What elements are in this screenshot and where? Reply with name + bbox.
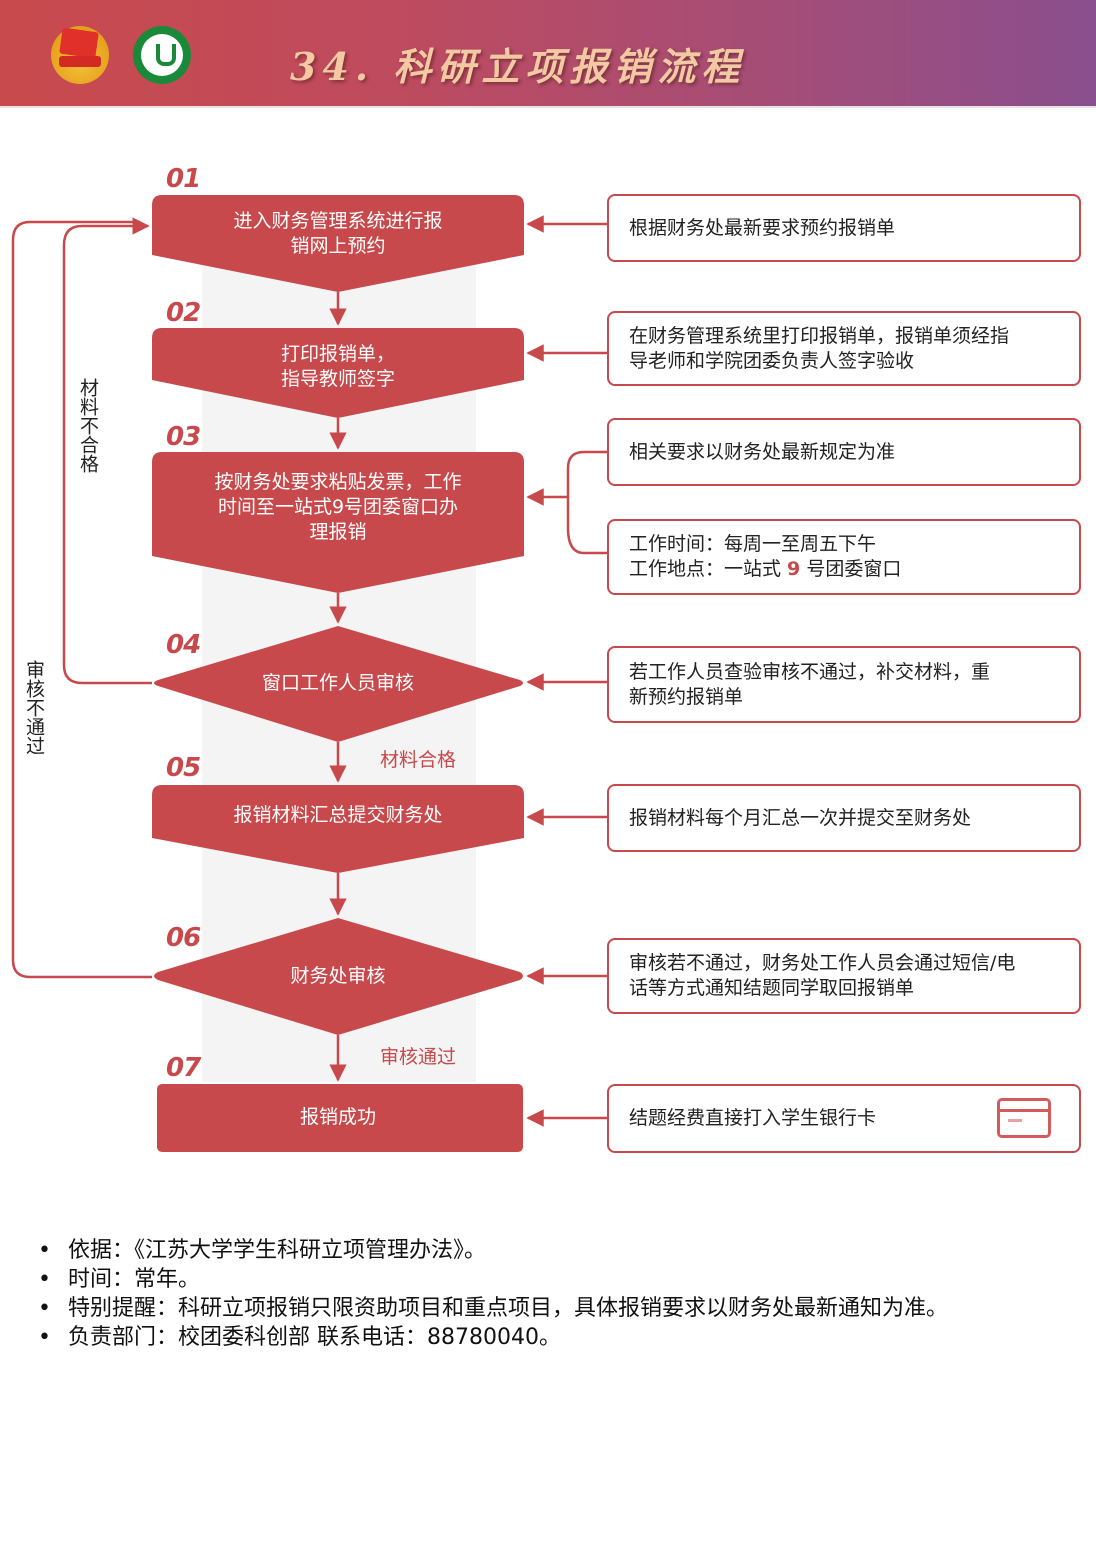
step-02-label: 打印报销单，指导教师签字	[280, 343, 395, 390]
note-step-03-requirements: 相关要求以财务处最新规定为准	[607, 418, 1081, 486]
page-title: 34. 科研立项报销流程	[290, 44, 746, 89]
note-step-02: 在财务管理系统里打印报销单，报销单须经指导老师和学院团委负责人签字验收	[607, 311, 1081, 386]
step-03-shape	[152, 452, 524, 593]
step-number: 01	[166, 164, 201, 194]
step-06-label: 财务处审核	[290, 965, 386, 987]
step-number: 02	[166, 298, 201, 328]
loop-label-material-fail: 材料不合格	[76, 378, 99, 479]
youth-league-logo	[51, 26, 109, 84]
step-number: 05	[166, 753, 201, 783]
bullet-item: •时间：常年。	[38, 1267, 201, 1292]
bullet-item: •特别提醒：科研立项报销只限资助项目和重点项目，具体报销要求以财务处最新通知为准…	[38, 1296, 949, 1321]
step-number: 07	[166, 1053, 201, 1083]
step-number: 06	[166, 923, 201, 953]
step-01-shape	[152, 195, 524, 292]
note-step-03-hours: 工作时间：每周一至周五下午 工作地点：一站式 9 号团委窗口	[607, 519, 1081, 595]
window-number-highlight: 9	[787, 558, 801, 580]
loop-label-review-fail: 审核不通过	[22, 660, 45, 761]
header-divider	[0, 106, 1096, 108]
step-06-shape	[154, 918, 523, 1035]
jiangsu-university-logo	[133, 26, 191, 84]
step-04-label: 窗口工作人员审核	[261, 672, 414, 694]
flowchart-connectors	[11, 195, 607, 1152]
step-03-label: 按财务处要求粘贴发票，工作时间至一站式9号团委窗口办理报销	[214, 471, 462, 543]
step-07-shape	[157, 1084, 523, 1152]
note-step-01: 根据财务处最新要求预约报销单	[607, 194, 1081, 262]
loop-material-fail	[62, 217, 152, 685]
step-04-shape	[154, 626, 523, 742]
step-07-label: 报销成功	[299, 1106, 376, 1128]
header-banner: 34. 科研立项报销流程	[0, 0, 1096, 106]
edge-label-review-pass: 审核通过	[380, 1046, 457, 1068]
step-number: 03	[166, 422, 201, 452]
bank-card-icon	[997, 1098, 1051, 1138]
note-step-06: 审核若不通过，财务处工作人员会通过短信/电话等方式通知结题同学取回报销单	[607, 938, 1081, 1014]
note-step-05: 报销材料每个月汇总一次并提交至财务处	[607, 784, 1081, 852]
step-05-shape	[152, 785, 524, 873]
step-01-label: 进入财务管理系统进行报销网上预约	[233, 210, 443, 257]
loop-label-text: 材料不合格	[77, 378, 99, 473]
step-05-label: 报销材料汇总提交财务处	[233, 804, 443, 826]
note-step-04: 若工作人员查验审核不通过，补交材料，重新预约报销单	[607, 646, 1081, 723]
edge-label-material-ok: 材料合格	[380, 749, 457, 771]
bullet-item: •依据：《江苏大学学生科研立项管理办法》。	[38, 1238, 487, 1263]
note-step-07: 结题经费直接打入学生银行卡	[607, 1084, 1081, 1153]
loop-label-text: 审核不通过	[23, 660, 45, 755]
bullet-item: •负责部门：校团委科创部 联系电话：88780040。	[38, 1325, 561, 1350]
step-02-shape	[152, 328, 524, 418]
info-bullet-list: •依据：《江苏大学学生科研立项管理办法》。 •时间：常年。 •特别提醒：科研立项…	[38, 1236, 948, 1352]
step-number: 04	[166, 630, 201, 660]
